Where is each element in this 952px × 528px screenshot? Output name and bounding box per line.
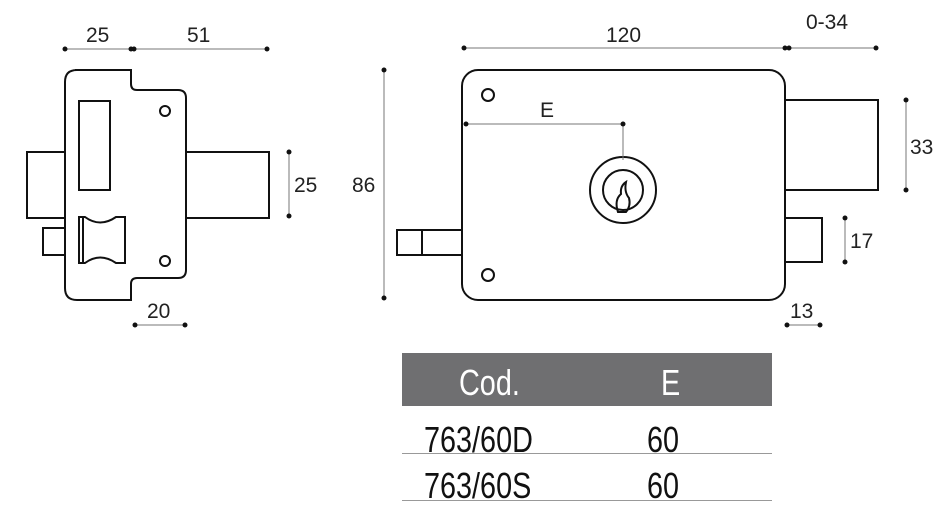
row-divider [402, 500, 772, 501]
dim-side-bolt: 25 [294, 174, 317, 197]
right-bolt [185, 151, 270, 219]
small-bolt [784, 217, 823, 263]
dead-bolt [784, 99, 879, 191]
side-view [26, 69, 270, 301]
table-header [402, 353, 772, 406]
small-latch [42, 227, 66, 256]
dim-front-projection: 0-34 [806, 11, 848, 34]
row-e: 60 [647, 419, 680, 460]
screw-hole-icon [159, 105, 171, 117]
dim-latch-depth: 13 [790, 300, 813, 323]
dim-side-bottom: 20 [147, 300, 170, 323]
row-divider [402, 453, 772, 454]
row-code: 763/60D [424, 419, 533, 460]
dim-front-height: 86 [352, 174, 375, 197]
row-e: 60 [647, 465, 680, 506]
dimension-dots [62, 45, 909, 328]
dim-bolt-height: 33 [910, 136, 933, 159]
slot [78, 100, 111, 191]
header-cod: Cod. [459, 362, 520, 403]
left-bolt [26, 151, 66, 219]
dimension-lines [65, 47, 907, 326]
screw-hole-icon [159, 255, 171, 267]
dim-side-left: 25 [86, 24, 109, 47]
dim-e: E [540, 99, 554, 122]
latch-handle [78, 216, 126, 264]
row-code: 763/60S [424, 465, 532, 506]
keyhole-icon [615, 179, 631, 213]
header-e: E [661, 362, 681, 403]
latch-bolt [396, 229, 463, 256]
dim-front-width: 120 [606, 24, 641, 47]
dim-latch-height: 17 [850, 230, 873, 253]
screw-hole-icon [481, 268, 495, 282]
side-plate [64, 69, 187, 301]
screw-hole-icon [481, 88, 495, 102]
dim-side-right: 51 [187, 24, 210, 47]
front-view [396, 69, 879, 301]
